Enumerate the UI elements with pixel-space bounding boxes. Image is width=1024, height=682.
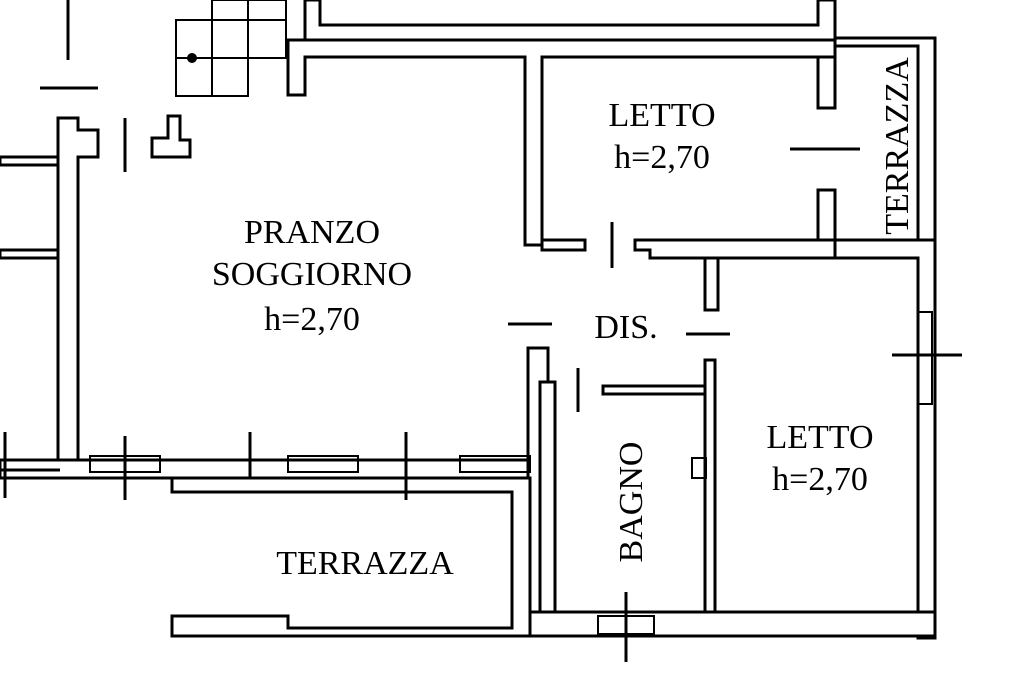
stair-tread: [175, 57, 213, 97]
stair-arrow-dot: [187, 53, 197, 63]
living-room-name-line1: PRANZO: [244, 214, 380, 251]
hallway-name: DIS.: [594, 309, 657, 346]
stair-tread: [211, 57, 249, 97]
bathroom-left-wall: [538, 380, 557, 614]
bedroom-bottom-name: LETTO: [766, 419, 873, 456]
window-sill: [459, 455, 531, 473]
bedroom-top-bottom-wall-right: [633, 238, 837, 260]
bedroom-top-right-wall-lower: [816, 188, 837, 247]
bedroom-top-name: LETTO: [608, 97, 715, 134]
left-stub-wall-2: [0, 248, 60, 260]
bedroom-top-bottom-wall: [540, 238, 587, 252]
stair-tread: [247, 0, 287, 21]
living-room-height: h=2,70: [264, 301, 360, 338]
left-stub-wall: [0, 155, 60, 167]
staircase: [175, 0, 287, 97]
bedroom-bottom-left-wall-lower: [703, 358, 717, 614]
upper-horizontal-wall: [286, 38, 837, 247]
bedroom-top-height: h=2,70: [614, 139, 710, 176]
living-left-wall: [56, 116, 100, 462]
terrace-bottom-wall: [170, 476, 532, 638]
walls: [0, 0, 937, 640]
terrace-right-name: TERRAZZA: [879, 57, 916, 235]
bathroom-name: BAGNO: [613, 442, 650, 563]
window-sill: [917, 311, 933, 405]
living-room-name-line2: SOGGIORNO: [212, 256, 412, 293]
stair-tread: [211, 19, 249, 59]
bedroom-top-right-wall: [816, 55, 837, 110]
bottom-wall: [526, 610, 937, 638]
stair-landing-wall: [150, 114, 192, 159]
wall-niche: [691, 457, 707, 479]
bathroom-top-wall: [601, 384, 707, 396]
bedroom-bottom-height: h=2,70: [772, 461, 868, 498]
stair-tread: [247, 19, 287, 59]
living-bottom-wall: [0, 458, 532, 480]
terrace-bottom-name: TERRAZZA: [276, 545, 454, 582]
top-wall-segment: [303, 0, 837, 42]
stair-tread: [175, 19, 213, 59]
room-labels: PRANZO SOGGIORNO h=2,70 LETTO h=2,70 DIS…: [212, 57, 916, 582]
window-sill: [287, 455, 359, 473]
window-sill: [89, 455, 161, 473]
window-sill: [597, 615, 655, 635]
stair-tread: [211, 0, 249, 21]
openings: [0, 0, 962, 662]
bedroom-bottom-left-wall: [703, 256, 720, 312]
terrace-right-top-wall: [833, 36, 937, 242]
